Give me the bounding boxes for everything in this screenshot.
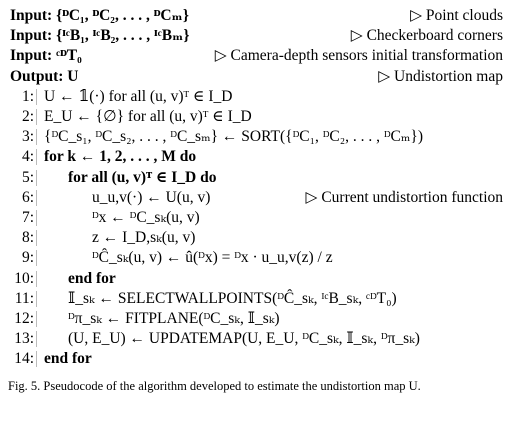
pseudocode-line: 9: ᴰĈ_sₖ(u, v) ← û(ᴰx) = ᴰx · u_u,v(z) / … [0, 247, 511, 269]
pseudocode-text: {ᴰC_s₁, ᴰC_s₂, . . . , ᴰC_sₘ} ← SORT({ᴰC… [44, 128, 423, 146]
pseudocode-text: 𝕀_sₖ ← SELECTWALLPOINTS(ᴰĈ_sₖ, ᴵᶜB_sₖ, ᶜ… [68, 289, 397, 307]
pseudocode-line: 11: 𝕀_sₖ ← SELECTWALLPOINTS(ᴰĈ_sₖ, ᴵᶜB_sₖ… [0, 288, 511, 310]
line-comment: ▷ Point clouds [410, 7, 503, 24]
pseudocode-line: 14: end for [0, 348, 511, 370]
pseudocode-line: Input: {ᴵᶜB₁, ᴵᶜB₂, . . . , ᴵᶜBₘ} ▷ Check… [0, 25, 511, 47]
pseudocode-text: ᴰĈ_sₖ(u, v) ← û(ᴰx) = ᴰx · u_u,v(z) / z [92, 249, 333, 267]
line-number-rule [36, 290, 37, 307]
line-number: 6: [21, 188, 34, 206]
pseudocode-text: ᴰx ← ᴰC_sₖ(u, v) [92, 209, 200, 226]
pseudocode-line: 8: z ← I_D,sₖ(u, v) [0, 227, 511, 249]
pseudocode-text: (U, E_U) ← UPDATEMAP(U, E_U, ᴰC_sₖ, 𝕀_sₖ… [68, 330, 420, 348]
line-number-rule [36, 210, 37, 226]
pseudocode-text: E_U ← {∅} for all (u, v)ᵀ ∈ I_D [44, 108, 252, 125]
pseudocode-text: Input: ᶜᴰT₀ [10, 47, 82, 65]
line-number-rule [36, 189, 37, 206]
pseudocode-line: 12: ᴰπ_sₖ ← FITPLANE(ᴰC_sₖ, 𝕀_sₖ) [0, 308, 511, 330]
line-number: 1: [21, 87, 34, 105]
pseudocode-text: u_u,v(·) ← U(u, v) [92, 188, 211, 206]
line-number-rule [36, 230, 37, 247]
line-number: 11: [14, 289, 34, 307]
line-number-rule [36, 351, 37, 368]
pseudocode-line: Output: U ▷ Undistortion map [0, 66, 511, 88]
pseudocode-text: ᴰπ_sₖ ← FITPLANE(ᴰC_sₖ, 𝕀_sₖ) [68, 310, 280, 327]
pseudocode-line: 13: (U, E_U) ← UPDATEMAP(U, E_U, ᴰC_sₖ, 𝕀… [0, 328, 511, 350]
pseudocode-line: 1: U ← 𝟙(·) for all (u, v)ᵀ ∈ I_D [0, 86, 511, 108]
line-comment: ▷ Camera-depth sensors initial transform… [214, 47, 503, 65]
pseudocode-text: for k ← 1, 2, . . . , M do [44, 148, 197, 166]
pseudocode-line: 5: for all (u, v)ᵀ ∈ I_D do [0, 167, 511, 189]
pseudocode-line: 2: E_U ← {∅} for all (u, v)ᵀ ∈ I_D [0, 106, 511, 128]
line-number-rule [36, 129, 37, 146]
line-comment: ▷ Current undistortion function [305, 188, 503, 206]
pseudocode-line: 6: u_u,v(·) ← U(u, v) ▷ Current undistorti… [0, 187, 511, 209]
line-number: 13: [14, 330, 34, 348]
pseudocode-text: end for [68, 269, 116, 287]
line-number: 8: [21, 229, 34, 247]
pseudocode-text: z ← I_D,sₖ(u, v) [92, 229, 196, 247]
pseudocode-text: U ← 𝟙(·) for all (u, v)ᵀ ∈ I_D [44, 87, 233, 105]
line-number-rule [36, 250, 37, 267]
line-number-rule [36, 169, 37, 186]
line-number-rule [36, 331, 37, 348]
pseudocode-line: 4: for k ← 1, 2, . . . , M do [0, 146, 511, 168]
line-number: 9: [21, 249, 34, 267]
line-number: 5: [21, 168, 34, 186]
pseudocode-text: Output: U [10, 67, 79, 85]
pseudocode-line: Input: ᶜᴰT₀ ▷ Camera-depth sensors initia… [0, 45, 511, 67]
line-number-rule [36, 149, 37, 166]
line-number-rule [36, 88, 37, 105]
line-number: 12: [14, 310, 34, 327]
pseudocode-line: Input: {ᴰC₁, ᴰC₂, . . . , ᴰCₘ} ▷ Point cl… [0, 5, 511, 27]
line-number: 2: [21, 108, 34, 125]
line-number: 4: [21, 148, 34, 166]
line-number: 14: [14, 350, 34, 368]
line-number: 7: [21, 209, 34, 226]
line-number-rule [36, 311, 37, 327]
pseudocode-text: end for [44, 350, 92, 368]
line-number: 3: [21, 128, 34, 146]
line-comment: ▷ Undistortion map [378, 67, 503, 85]
line-number: 10: [14, 269, 34, 287]
line-number-rule [36, 109, 37, 125]
line-number-rule [36, 270, 37, 287]
pseudocode-text: for all (u, v)ᵀ ∈ I_D do [68, 168, 217, 186]
pseudocode-text: Input: {ᴵᶜB₁, ᴵᶜB₂, . . . , ᴵᶜBₘ} [10, 27, 190, 45]
pseudocode-text: Input: {ᴰC₁, ᴰC₂, . . . , ᴰCₘ} [10, 7, 189, 24]
figure-caption: Fig. 5. Pseudocode of the algorithm deve… [8, 379, 421, 393]
pseudocode-line: 3: {ᴰC_s₁, ᴰC_s₂, . . . , ᴰC_sₘ} ← SORT({… [0, 126, 511, 148]
pseudocode-line: 7: ᴰx ← ᴰC_sₖ(u, v) [0, 207, 511, 229]
pseudocode-line: 10: end for [0, 268, 511, 290]
line-comment: ▷ Checkerboard corners [350, 27, 503, 45]
